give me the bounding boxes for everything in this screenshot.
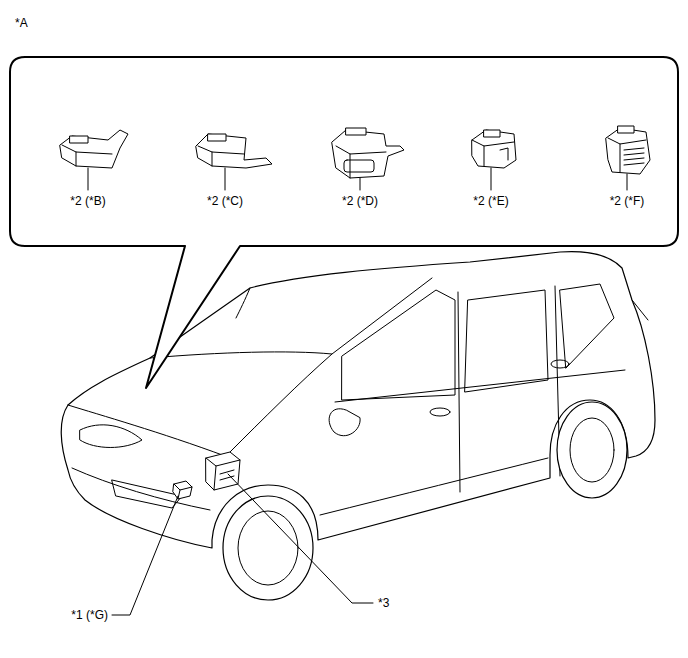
module-illustration [60,130,128,190]
module-illustration [627,174,628,190]
leader-line [112,474,373,615]
module-illustration [500,148,508,160]
module-illustration [472,140,514,166]
car-illustration [570,418,614,482]
module-illustration [484,130,500,137]
module-illustration [88,168,89,190]
module-illustration [346,128,366,135]
module-illustration [196,134,272,190]
component-1-illustration [173,481,192,499]
car-illustration [112,480,182,508]
car-illustration [557,402,627,498]
car-illustration [465,290,548,392]
callout-number: *2 (*F) [610,194,645,208]
module-illustration [491,168,492,190]
figure-label: *A [15,16,28,30]
car-illustration [236,288,250,318]
module-illustration [208,134,226,141]
car-illustration [80,425,142,448]
module-illustration [336,146,386,178]
callout-number: *3 [378,596,389,610]
leader-line [112,496,178,615]
car-illustration [72,468,210,510]
car-illustration [329,409,360,436]
module-illustration [608,138,646,172]
car-illustration [458,292,460,492]
module-illustration [472,130,516,168]
module-illustration [70,136,88,143]
callout-number: *1 (*G) [71,608,108,622]
car-illustration [320,458,548,515]
module-illustration [606,128,650,174]
module-illustration [332,130,404,178]
component-1-illustration [174,484,192,499]
component-3-illustration [206,458,240,490]
car-illustration [551,360,569,368]
module-illustration [62,145,112,166]
car-illustration [61,252,655,600]
module-illustration [472,130,516,190]
module-illustration [60,130,128,168]
car-illustration [560,284,614,368]
module-illustration [332,128,404,190]
callout-number: *2 (*B) [70,194,105,208]
component-1-illustration [173,481,192,499]
car-illustration [430,408,450,416]
module-illustration [198,146,244,166]
car-illustration [68,405,225,456]
car-illustration [61,252,655,548]
callout-panel [10,57,678,388]
component-3-illustration [206,452,240,490]
module-illustration [618,126,634,133]
callout-number: *2 (*C) [207,194,243,208]
callout-number: *2 (*D) [342,194,378,208]
car-illustration [230,354,332,452]
car-illustration [335,370,625,402]
module-illustration [344,160,374,172]
module-illustration [225,168,226,190]
module-illustration [360,178,361,190]
car-illustration [632,300,648,320]
component-3-illustration [206,452,240,490]
callout-number: *2 (*E) [473,194,508,208]
module-illustration [606,126,650,190]
leader-line [228,474,373,603]
car-illustration [238,511,298,585]
car-illustration [342,290,455,400]
module-illustration [624,148,644,165]
module-illustration [196,134,272,168]
